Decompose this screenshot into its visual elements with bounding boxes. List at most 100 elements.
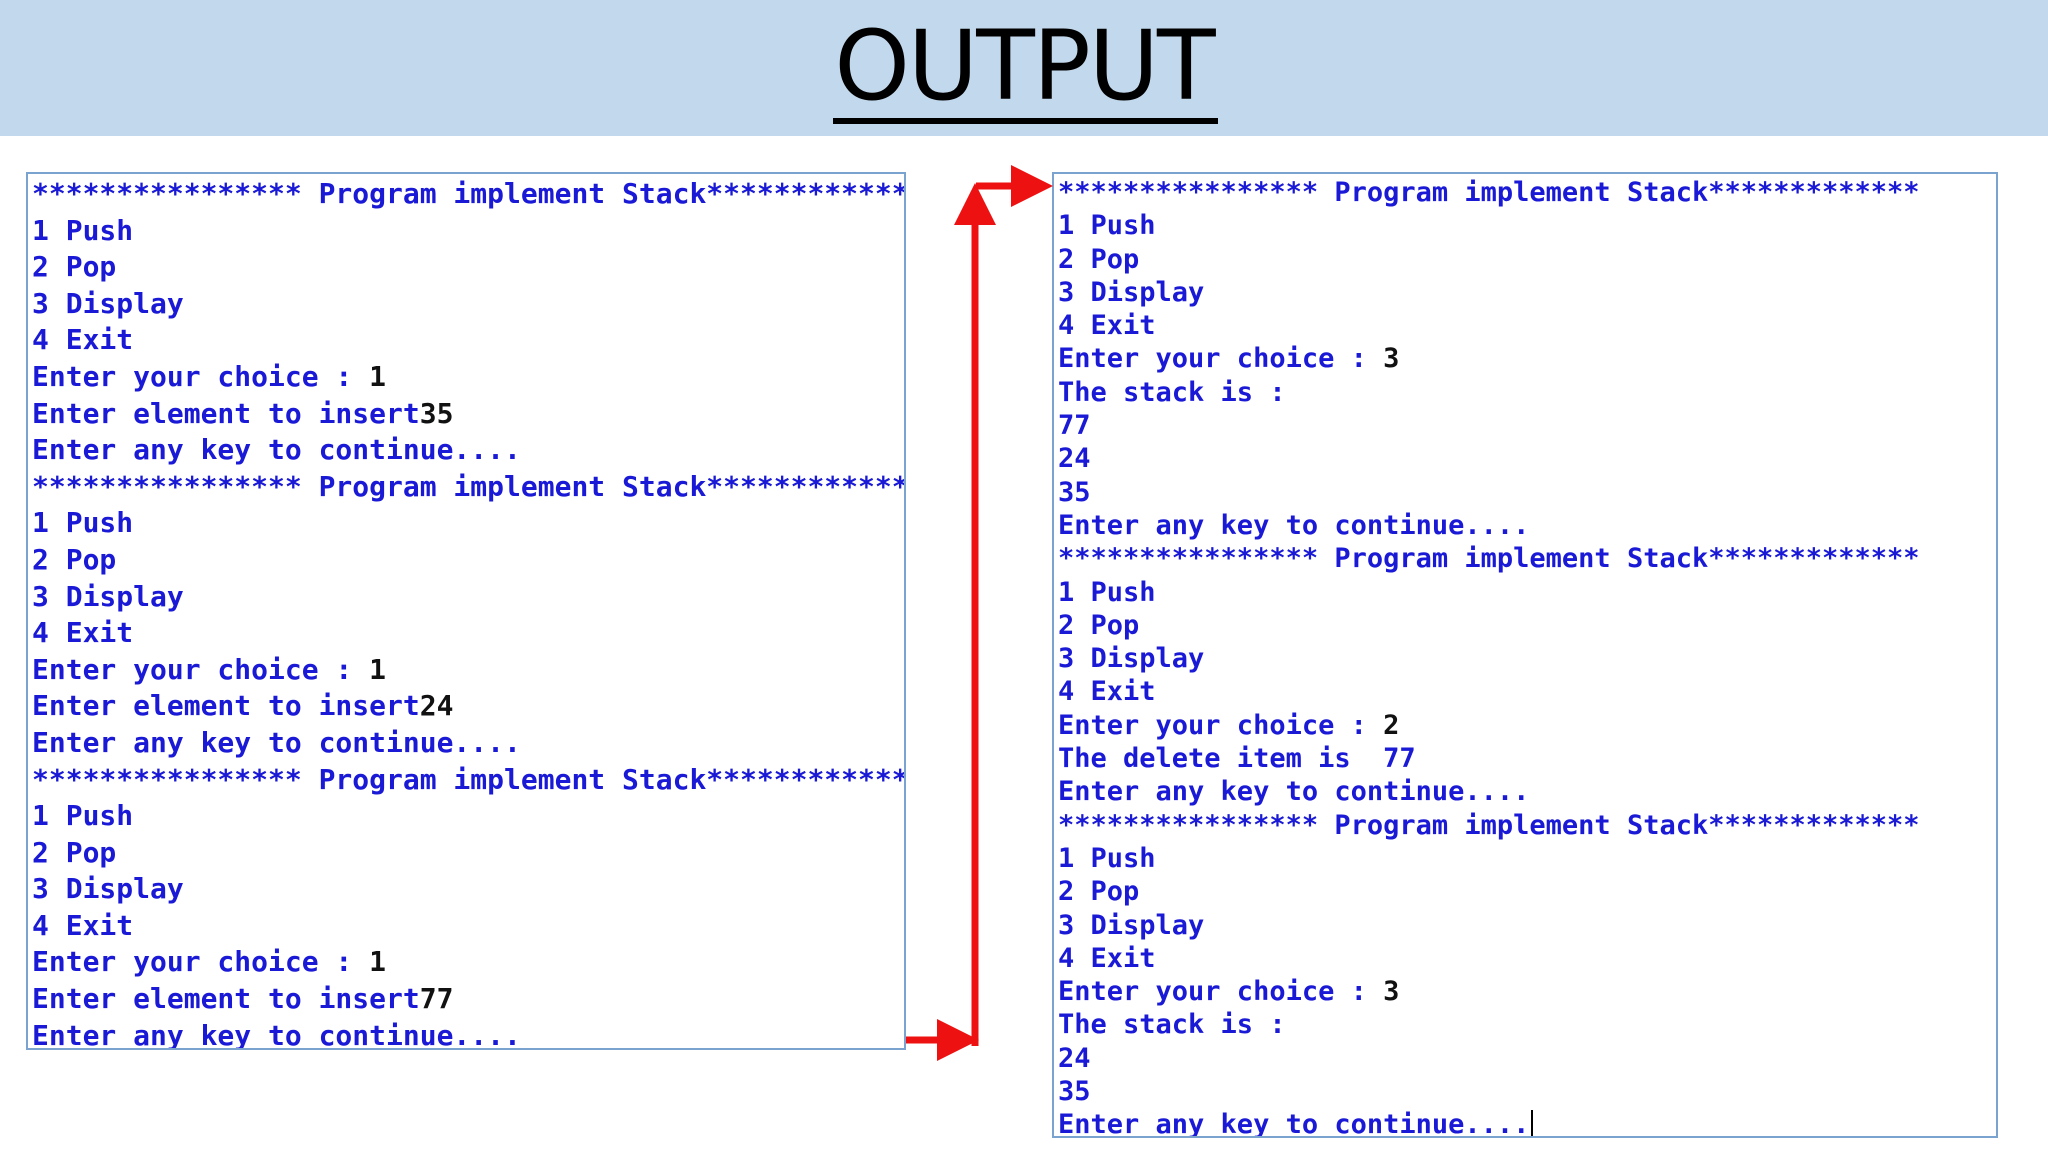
console-line: The stack is : xyxy=(1058,1008,1920,1041)
console-line: Enter any key to continue.... xyxy=(1058,509,1920,542)
user-input-value: 35 xyxy=(419,396,454,430)
console-line: 2 Pop xyxy=(1058,875,1920,908)
left-console-output: **************** Program implement Stack… xyxy=(32,176,906,1050)
console-line: 4 Exit xyxy=(1058,942,1920,975)
console-line: Enter your choice : 2 xyxy=(1058,709,1920,742)
text-cursor xyxy=(1531,1110,1533,1136)
console-text: 2 Pop xyxy=(32,250,117,284)
console-line: Enter your choice : 1 xyxy=(32,944,904,981)
console-line: The stack is : xyxy=(1058,376,1920,409)
console-line: 3 Display xyxy=(1058,642,1920,675)
console-text: Enter any key to continue.... xyxy=(1058,776,1530,808)
console-text: 3 Display xyxy=(32,286,184,320)
console-line: 3 Display xyxy=(32,286,904,323)
console-line: 4 Exit xyxy=(32,908,904,945)
console-text: **************** Program implement Stack… xyxy=(32,762,906,796)
user-input-value: 3 xyxy=(1383,976,1400,1008)
user-input-value: 3 xyxy=(1383,343,1400,375)
console-line: 2 Pop xyxy=(32,835,904,872)
console-text: 3 Display xyxy=(32,579,184,613)
console-text: 1 Push xyxy=(1058,210,1156,242)
console-line: 4 Exit xyxy=(1058,675,1920,708)
console-line: 1 Push xyxy=(1058,842,1920,875)
console-line: Enter your choice : 1 xyxy=(32,652,904,689)
console-text: Enter any key to continue.... xyxy=(32,1018,521,1050)
console-text: 3 Display xyxy=(32,872,184,906)
console-text: 3 Display xyxy=(1058,643,1205,675)
console-line: **************** Program implement Stack… xyxy=(32,762,906,799)
page-title: OUTPUT xyxy=(834,10,1215,122)
console-text: **************** Program implement Stack… xyxy=(32,177,906,210)
console-text: Enter element to insert xyxy=(32,689,420,723)
console-line: 2 Pop xyxy=(1058,609,1920,642)
console-text: 35 xyxy=(1058,476,1091,508)
console-line: Enter any key to continue.... xyxy=(1058,1108,1920,1136)
console-line: Enter your choice : 3 xyxy=(1058,342,1920,375)
console-line: Enter any key to continue.... xyxy=(1058,775,1920,808)
console-text: 4 Exit xyxy=(1058,310,1156,342)
console-line: 3 Display xyxy=(1058,909,1920,942)
console-text: Enter your choice : xyxy=(1058,709,1384,741)
console-line: 1 Push xyxy=(32,798,904,835)
console-text: 3 Display xyxy=(1058,909,1205,941)
console-line: **************** Program implement Stack… xyxy=(1058,809,1920,842)
console-line: Enter any key to continue.... xyxy=(32,725,904,762)
console-text: 1 Push xyxy=(32,799,134,833)
console-line: 2 Pop xyxy=(32,249,904,286)
console-text: 24 xyxy=(1058,1042,1091,1074)
console-text: **************** Program implement Stack… xyxy=(1058,543,1920,575)
right-console-window: **************** Program implement Stack… xyxy=(1052,172,1998,1138)
console-text: Enter element to insert xyxy=(32,396,420,430)
console-line: 2 Pop xyxy=(32,542,904,579)
console-text: 4 Exit xyxy=(1058,676,1156,708)
user-input-value: 1 xyxy=(369,945,387,979)
console-text: Enter your choice : xyxy=(1058,343,1384,375)
console-text: 35 xyxy=(1058,1076,1091,1108)
left-console-window: **************** Program implement Stack… xyxy=(26,172,906,1050)
console-text: Enter your choice : xyxy=(1058,976,1384,1008)
console-line: 1 Push xyxy=(1058,576,1920,609)
user-input-value: 2 xyxy=(1383,709,1400,741)
console-text: **************** Program implement Stack… xyxy=(32,469,906,503)
console-text: 77 xyxy=(1058,410,1091,442)
console-line: 3 Display xyxy=(32,579,904,616)
console-line: 1 Push xyxy=(32,213,904,250)
console-text: Enter any key to continue.... xyxy=(32,725,521,759)
console-text: 2 Pop xyxy=(32,835,117,869)
console-text: Enter your choice : xyxy=(32,359,370,393)
console-line: Enter your choice : 3 xyxy=(1058,975,1920,1008)
console-text: 2 Pop xyxy=(1058,876,1140,908)
title-underline xyxy=(833,118,1218,124)
console-text: **************** Program implement Stack… xyxy=(1058,809,1920,841)
console-text: 1 Push xyxy=(1058,842,1156,874)
console-line: Enter element to insert24 xyxy=(32,688,904,725)
console-text: 2 Pop xyxy=(1058,609,1140,641)
console-line: Enter any key to continue.... xyxy=(32,1018,904,1050)
console-line: 24 xyxy=(1058,1042,1920,1075)
console-line: **************** Program implement Stack… xyxy=(32,469,906,506)
console-text: 4 Exit xyxy=(32,616,134,650)
console-text: 4 Exit xyxy=(32,323,134,357)
console-text: 1 Push xyxy=(32,213,134,247)
console-text: The stack is : xyxy=(1058,1009,1286,1041)
console-line: The delete item is 77 xyxy=(1058,742,1920,775)
console-line: 35 xyxy=(1058,1075,1920,1108)
console-text: 1 Push xyxy=(1058,576,1156,608)
console-text: 24 xyxy=(1058,443,1091,475)
console-text: **************** Program implement Stack… xyxy=(1058,177,1920,208)
console-text: The stack is : xyxy=(1058,376,1286,408)
console-text: 4 Exit xyxy=(32,908,134,942)
console-text: Enter any key to continue.... xyxy=(32,433,521,467)
right-console-output: **************** Program implement Stack… xyxy=(1058,176,1920,1136)
console-line: 2 Pop xyxy=(1058,243,1920,276)
console-text: Enter any key to continue.... xyxy=(1058,509,1530,541)
console-line: 3 Display xyxy=(32,871,904,908)
console-line: 1 Push xyxy=(32,505,904,542)
console-line: Enter element to insert35 xyxy=(32,396,904,433)
console-text: 3 Display xyxy=(1058,276,1205,308)
console-text: Enter your choice : xyxy=(32,652,370,686)
console-line: 3 Display xyxy=(1058,276,1920,309)
console-line: 77 xyxy=(1058,409,1920,442)
console-line: 4 Exit xyxy=(32,322,904,359)
